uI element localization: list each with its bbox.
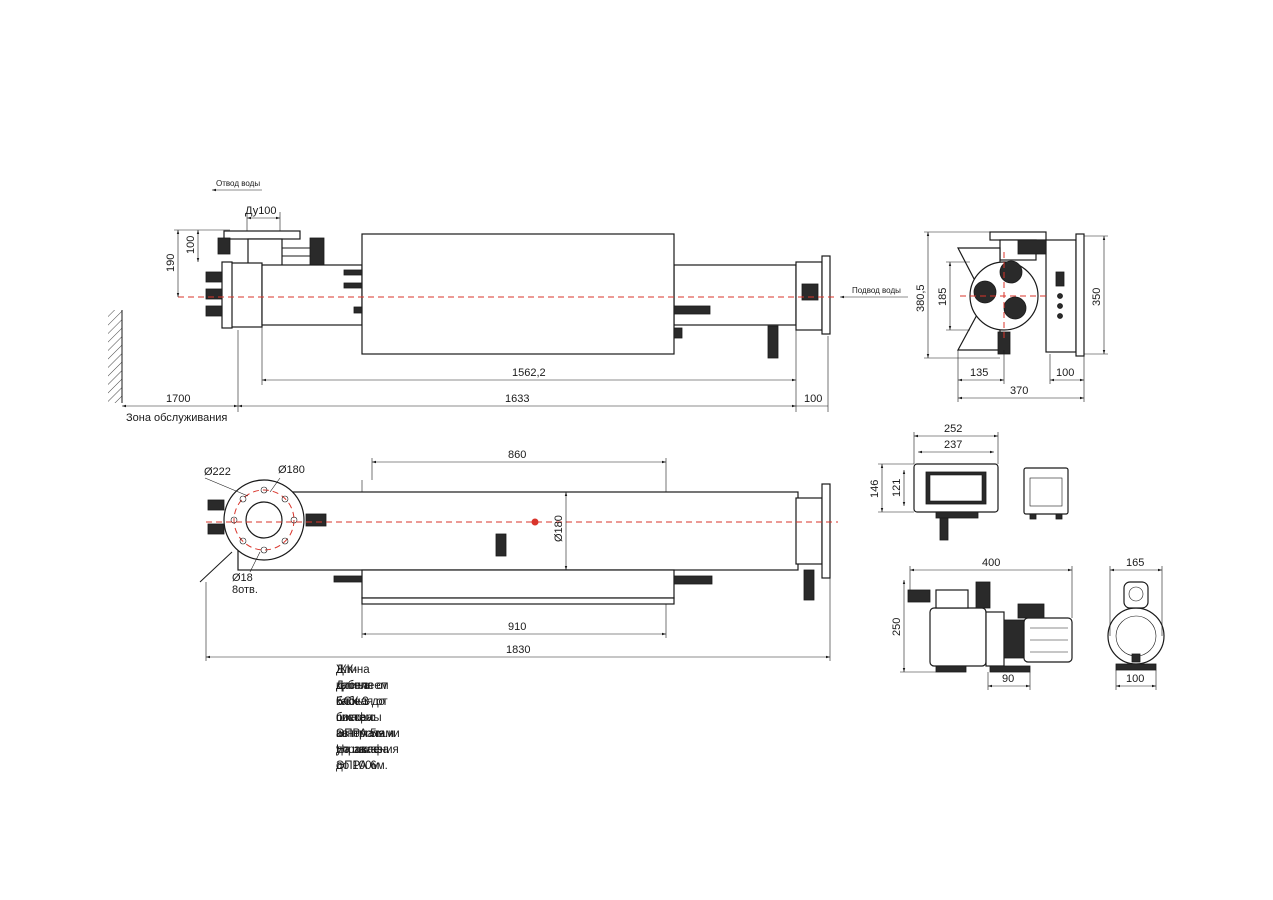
inlet-flange <box>821 255 831 335</box>
control-unit: 252 237 146 121 <box>869 423 1069 541</box>
dim-121: 121 <box>891 479 903 497</box>
left-end-cap <box>229 262 263 328</box>
plan-body-tube <box>237 491 799 571</box>
sample-valve <box>217 237 231 255</box>
note-line-2: ЖК-дисплеем БСК-3 до шкафа ЭПРА 5м. На з… <box>336 664 389 772</box>
dim-90: 90 <box>1002 673 1014 685</box>
dim-d180-body: Ø180 <box>553 515 565 542</box>
dn-label: Ду100 <box>245 205 277 217</box>
outlet-flange <box>223 230 301 240</box>
dim-400: 400 <box>982 557 1000 569</box>
dim-100-end: 100 <box>1056 367 1074 379</box>
dim-1633: 1633 <box>505 393 529 405</box>
pump-housing <box>929 607 987 667</box>
dim-100-right: 100 <box>804 393 822 405</box>
end-view: 380,5 185 350 135 100 370 <box>915 231 1108 402</box>
note-line-3: Длина кабеля от бокса с автоматами до шк… <box>336 680 400 772</box>
dim-250: 250 <box>891 618 903 636</box>
dim-370: 370 <box>1010 385 1028 397</box>
main-housing <box>361 233 675 355</box>
service-zone-label: Зона обслуживания <box>126 412 227 424</box>
dim-380: 380,5 <box>915 284 927 312</box>
outlet-valve <box>309 237 325 269</box>
dim-1830: 1830 <box>506 644 530 656</box>
right-tube <box>673 264 797 326</box>
dim-350: 350 <box>1091 288 1103 306</box>
dim-185: 185 <box>937 288 949 306</box>
note-line-1: Длина кабеля от блока системы контроля и… <box>336 664 399 772</box>
dim-d18: Ø18 <box>232 572 253 584</box>
holes-count: 8отв. <box>232 584 258 596</box>
pump-motor <box>1003 619 1025 659</box>
dim-d180-flange: Ø180 <box>278 464 305 476</box>
bottom-plan-view: Ø222 Ø180 Ø18 8отв. 860 Ø180 910 1830 <box>199 449 838 661</box>
dim-252: 252 <box>944 423 962 435</box>
dim-910: 910 <box>508 621 526 633</box>
wall-hatch <box>108 310 122 403</box>
dim-135: 135 <box>970 367 988 379</box>
plan-lower-housing <box>361 569 675 599</box>
dim-1700: 1700 <box>166 393 190 405</box>
outlet-label: Отвод воды <box>216 179 260 188</box>
inlet-label: Подвод воды <box>852 286 901 295</box>
drain-valve <box>767 325 779 359</box>
pump: 400 250 90 165 100 <box>891 557 1165 690</box>
dim-860: 860 <box>508 449 526 461</box>
dim-190: 190 <box>165 254 177 272</box>
dim-165: 165 <box>1126 557 1144 569</box>
dim-100-left: 100 <box>185 236 197 254</box>
dim-237: 237 <box>944 439 962 451</box>
dim-100-pump: 100 <box>1126 673 1144 685</box>
dim-146: 146 <box>869 480 881 498</box>
dim-1562: 1562,2 <box>512 367 546 379</box>
breaker-box <box>1023 467 1069 515</box>
top-side-view: Отвод воды Ду100 <box>108 179 908 424</box>
dim-d222: Ø222 <box>204 466 231 478</box>
